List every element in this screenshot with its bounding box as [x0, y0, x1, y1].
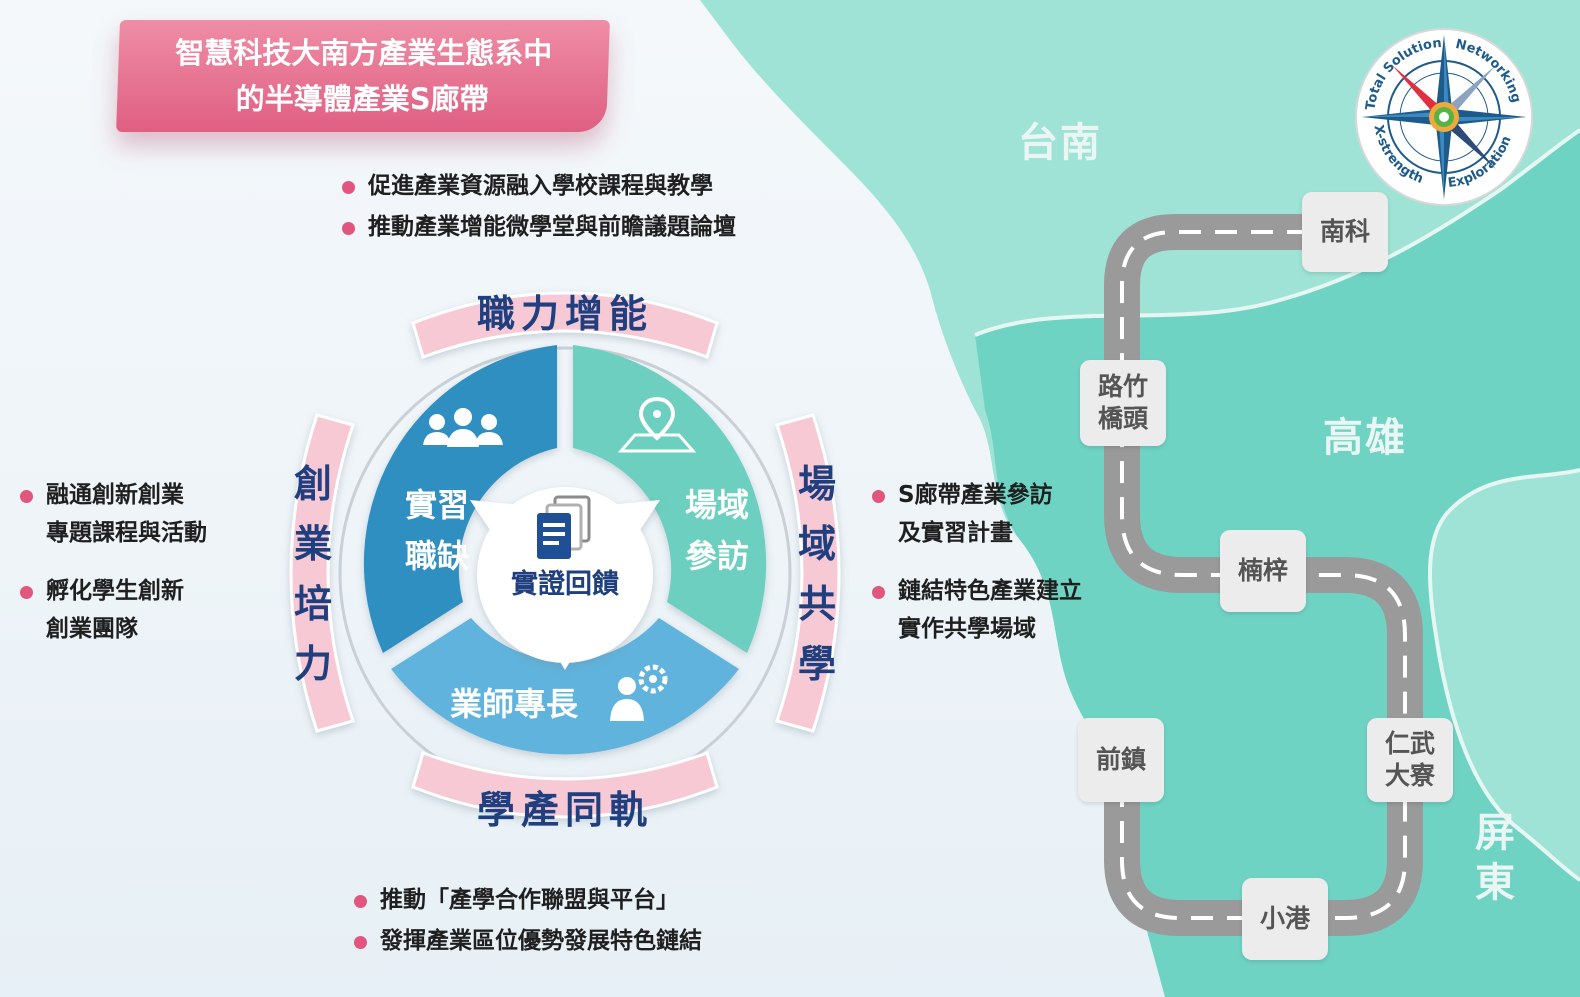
station-nanzi: 楠梓 — [1220, 530, 1306, 612]
station-renwu-daliao: 仁武 大寮 — [1367, 718, 1453, 802]
pill-left-char-2: 業 — [294, 522, 332, 566]
station-xiaogang: 小港 — [1242, 878, 1328, 960]
pill-right-char-2: 域 — [798, 522, 836, 566]
bottom-bullet-1: 推動「產學合作聯盟與平台」 — [354, 880, 702, 921]
segment-mentor — [391, 618, 739, 755]
top-bullet-list: 促進產業資源融入學校課程與教學 推動產業增能微學堂與前瞻議題論壇 — [342, 166, 736, 248]
left-bullet-1: 融通創新創業 專題課程與活動 — [20, 476, 207, 552]
station-renwu-label: 仁武 — [1384, 729, 1435, 758]
document-stack-icon — [537, 495, 591, 559]
station-nanke: 南科 — [1302, 192, 1388, 272]
bottom-bullet-2: 發揮產業區位優勢發展特色鏈結 — [354, 921, 702, 962]
bottom-bullet-2-text: 發揮產業區位優勢發展特色鏈結 — [380, 928, 702, 954]
left-bullet-2: 孵化學生創新 創業團隊 — [20, 572, 207, 648]
left-bullet-1-line-1: 融通創新創業 — [46, 482, 184, 508]
station-luzhu-qiaotou: 路竹 橋頭 — [1080, 360, 1166, 446]
bottom-bullet-1-text: 推動「產學合作聯盟與平台」 — [380, 887, 679, 913]
segment-internship — [363, 345, 557, 653]
station-xiaogang-label: 小港 — [1259, 904, 1310, 933]
right-bullet-2: 鏈結特色產業建立 實作共學場域 — [872, 572, 1082, 648]
pill-left-char-1: 創 — [294, 462, 332, 506]
county-line — [1428, 468, 1580, 882]
station-qiaotou-label: 橋頭 — [1097, 404, 1148, 433]
station-nanke-label: 南科 — [1319, 217, 1370, 246]
pill-bottom — [411, 751, 719, 819]
segment-mentor-label: 業師專長 — [450, 685, 579, 723]
segment-field — [573, 345, 767, 653]
top-bullet-2-text: 推動產業增能微學堂與前瞻議題論壇 — [368, 214, 736, 240]
s-corridor-road — [1104, 214, 1423, 936]
left-bullet-2-line-1: 孵化學生創新 — [46, 578, 184, 604]
people-group-icon — [423, 408, 503, 447]
pill-right-char-3: 共 — [798, 582, 836, 626]
title-line-1: 智慧科技大南方產業生態系中 — [175, 36, 553, 70]
center-label: 實證回饋 — [511, 568, 619, 600]
pill-right-char-4: 學 — [798, 642, 836, 686]
top-bullet-1-text: 促進產業資源融入學校課程與教學 — [368, 173, 713, 199]
city-label-kaohsiung: 高雄 — [1323, 415, 1407, 461]
title-banner: 智慧科技大南方產業生態系中 的半導體產業S廊帶 — [116, 20, 610, 132]
top-bullet-2: 推動產業增能微學堂與前瞻議題論壇 — [342, 207, 736, 248]
top-bullet-1: 促進產業資源融入學校課程與教學 — [342, 166, 736, 207]
pill-top — [411, 291, 719, 359]
right-bullet-1-line-2: 及實習計畫 — [898, 520, 1013, 546]
city-label-pingtung: 屏 東 — [1475, 808, 1517, 908]
center-circle — [477, 487, 653, 663]
station-nanzi-label: 楠梓 — [1237, 556, 1288, 585]
station-qianzhen: 前鎮 — [1078, 718, 1164, 802]
left-bullet-list: 融通創新創業 專題課程與活動 孵化學生創新 創業團隊 — [20, 476, 207, 668]
wheel-diagram: 實證回饋 實習 職缺 場域 參訪 業師專長 — [289, 291, 841, 832]
pill-left-char-3: 培 — [294, 582, 332, 626]
compass-logo: Total Solution Networking X-strength Exp… — [1355, 28, 1533, 206]
river-line — [974, 128, 1580, 337]
bottom-bullet-list: 推動「產學合作聯盟與平台」 發揮產業區位優勢發展特色鏈結 — [354, 880, 702, 962]
right-bullet-list: S廊帶產業參訪 及實習計畫 鏈結特色產業建立 實作共學場域 — [872, 476, 1082, 668]
left-bullet-2-line-2: 創業團隊 — [46, 616, 138, 642]
segment-internship-label-2: 職缺 — [405, 537, 469, 575]
right-bullet-2-line-1: 鏈結特色產業建立 — [898, 578, 1082, 604]
right-bullet-1-line-1: S廊帶產業參訪 — [898, 482, 1053, 508]
pill-top-label: 職力增能 — [477, 292, 653, 336]
pill-right-char-1: 場 — [798, 462, 836, 506]
right-bullet-1: S廊帶產業參訪 及實習計畫 — [872, 476, 1082, 552]
right-bullet-2-line-2: 實作共學場域 — [898, 616, 1036, 642]
title-line-2: 的半導體產業S廊帶 — [235, 82, 489, 116]
station-daliao-label: 大寮 — [1384, 761, 1435, 790]
segment-field-label-2: 參訪 — [685, 537, 749, 575]
station-qianzhen-label: 前鎮 — [1095, 745, 1146, 774]
pill-right — [775, 413, 841, 733]
station-luzhu-label: 路竹 — [1097, 372, 1148, 401]
pill-left — [289, 413, 355, 733]
city-label-pingtung-2: 東 — [1475, 860, 1517, 906]
person-gear-icon — [610, 664, 668, 721]
map-pin-icon — [617, 396, 697, 453]
pill-bottom-label: 學產同軌 — [477, 788, 653, 832]
city-label-pingtung-1: 屏 — [1475, 810, 1517, 856]
city-label-tainan: 台南 — [1018, 120, 1102, 166]
left-bullet-1-line-2: 專題課程與活動 — [46, 520, 207, 546]
segment-field-label-1: 場域 — [685, 486, 749, 524]
segment-internship-label-1: 實習 — [405, 486, 469, 524]
pill-left-char-4: 力 — [294, 642, 332, 686]
